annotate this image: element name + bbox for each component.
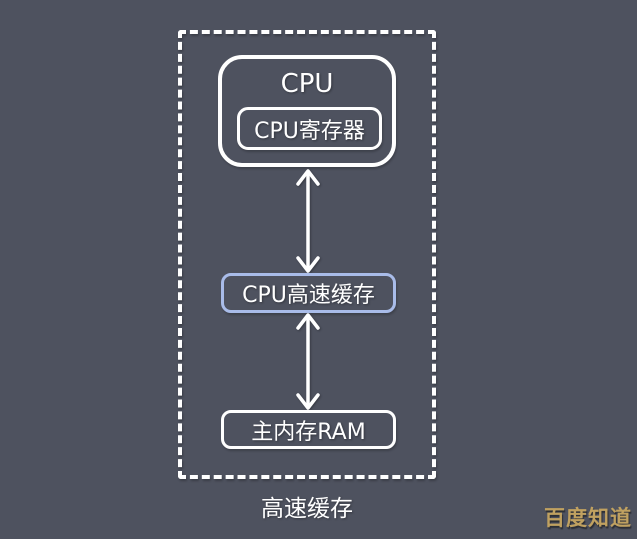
cpu-to-cache-arrow <box>296 169 320 273</box>
cache-boundary-frame <box>178 30 436 479</box>
frame-caption: 高速缓存 <box>261 496 353 522</box>
cpu-box: CPU <box>218 55 396 167</box>
cpu-register-box: CPU寄存器 <box>237 107 382 150</box>
cpu-box-title: CPU <box>280 69 334 99</box>
baidu-zhidao-watermark: 百度知道 <box>544 506 632 530</box>
cpu-cache-box: CPU高速缓存 <box>221 273 396 313</box>
cpu-register-label: CPU寄存器 <box>254 118 365 144</box>
cpu-cache-label: CPU高速缓存 <box>242 283 375 308</box>
main-memory-ram-box: 主内存RAM <box>221 410 396 449</box>
main-memory-ram-label: 主内存RAM <box>251 419 366 445</box>
cache-to-ram-arrow <box>296 313 320 410</box>
